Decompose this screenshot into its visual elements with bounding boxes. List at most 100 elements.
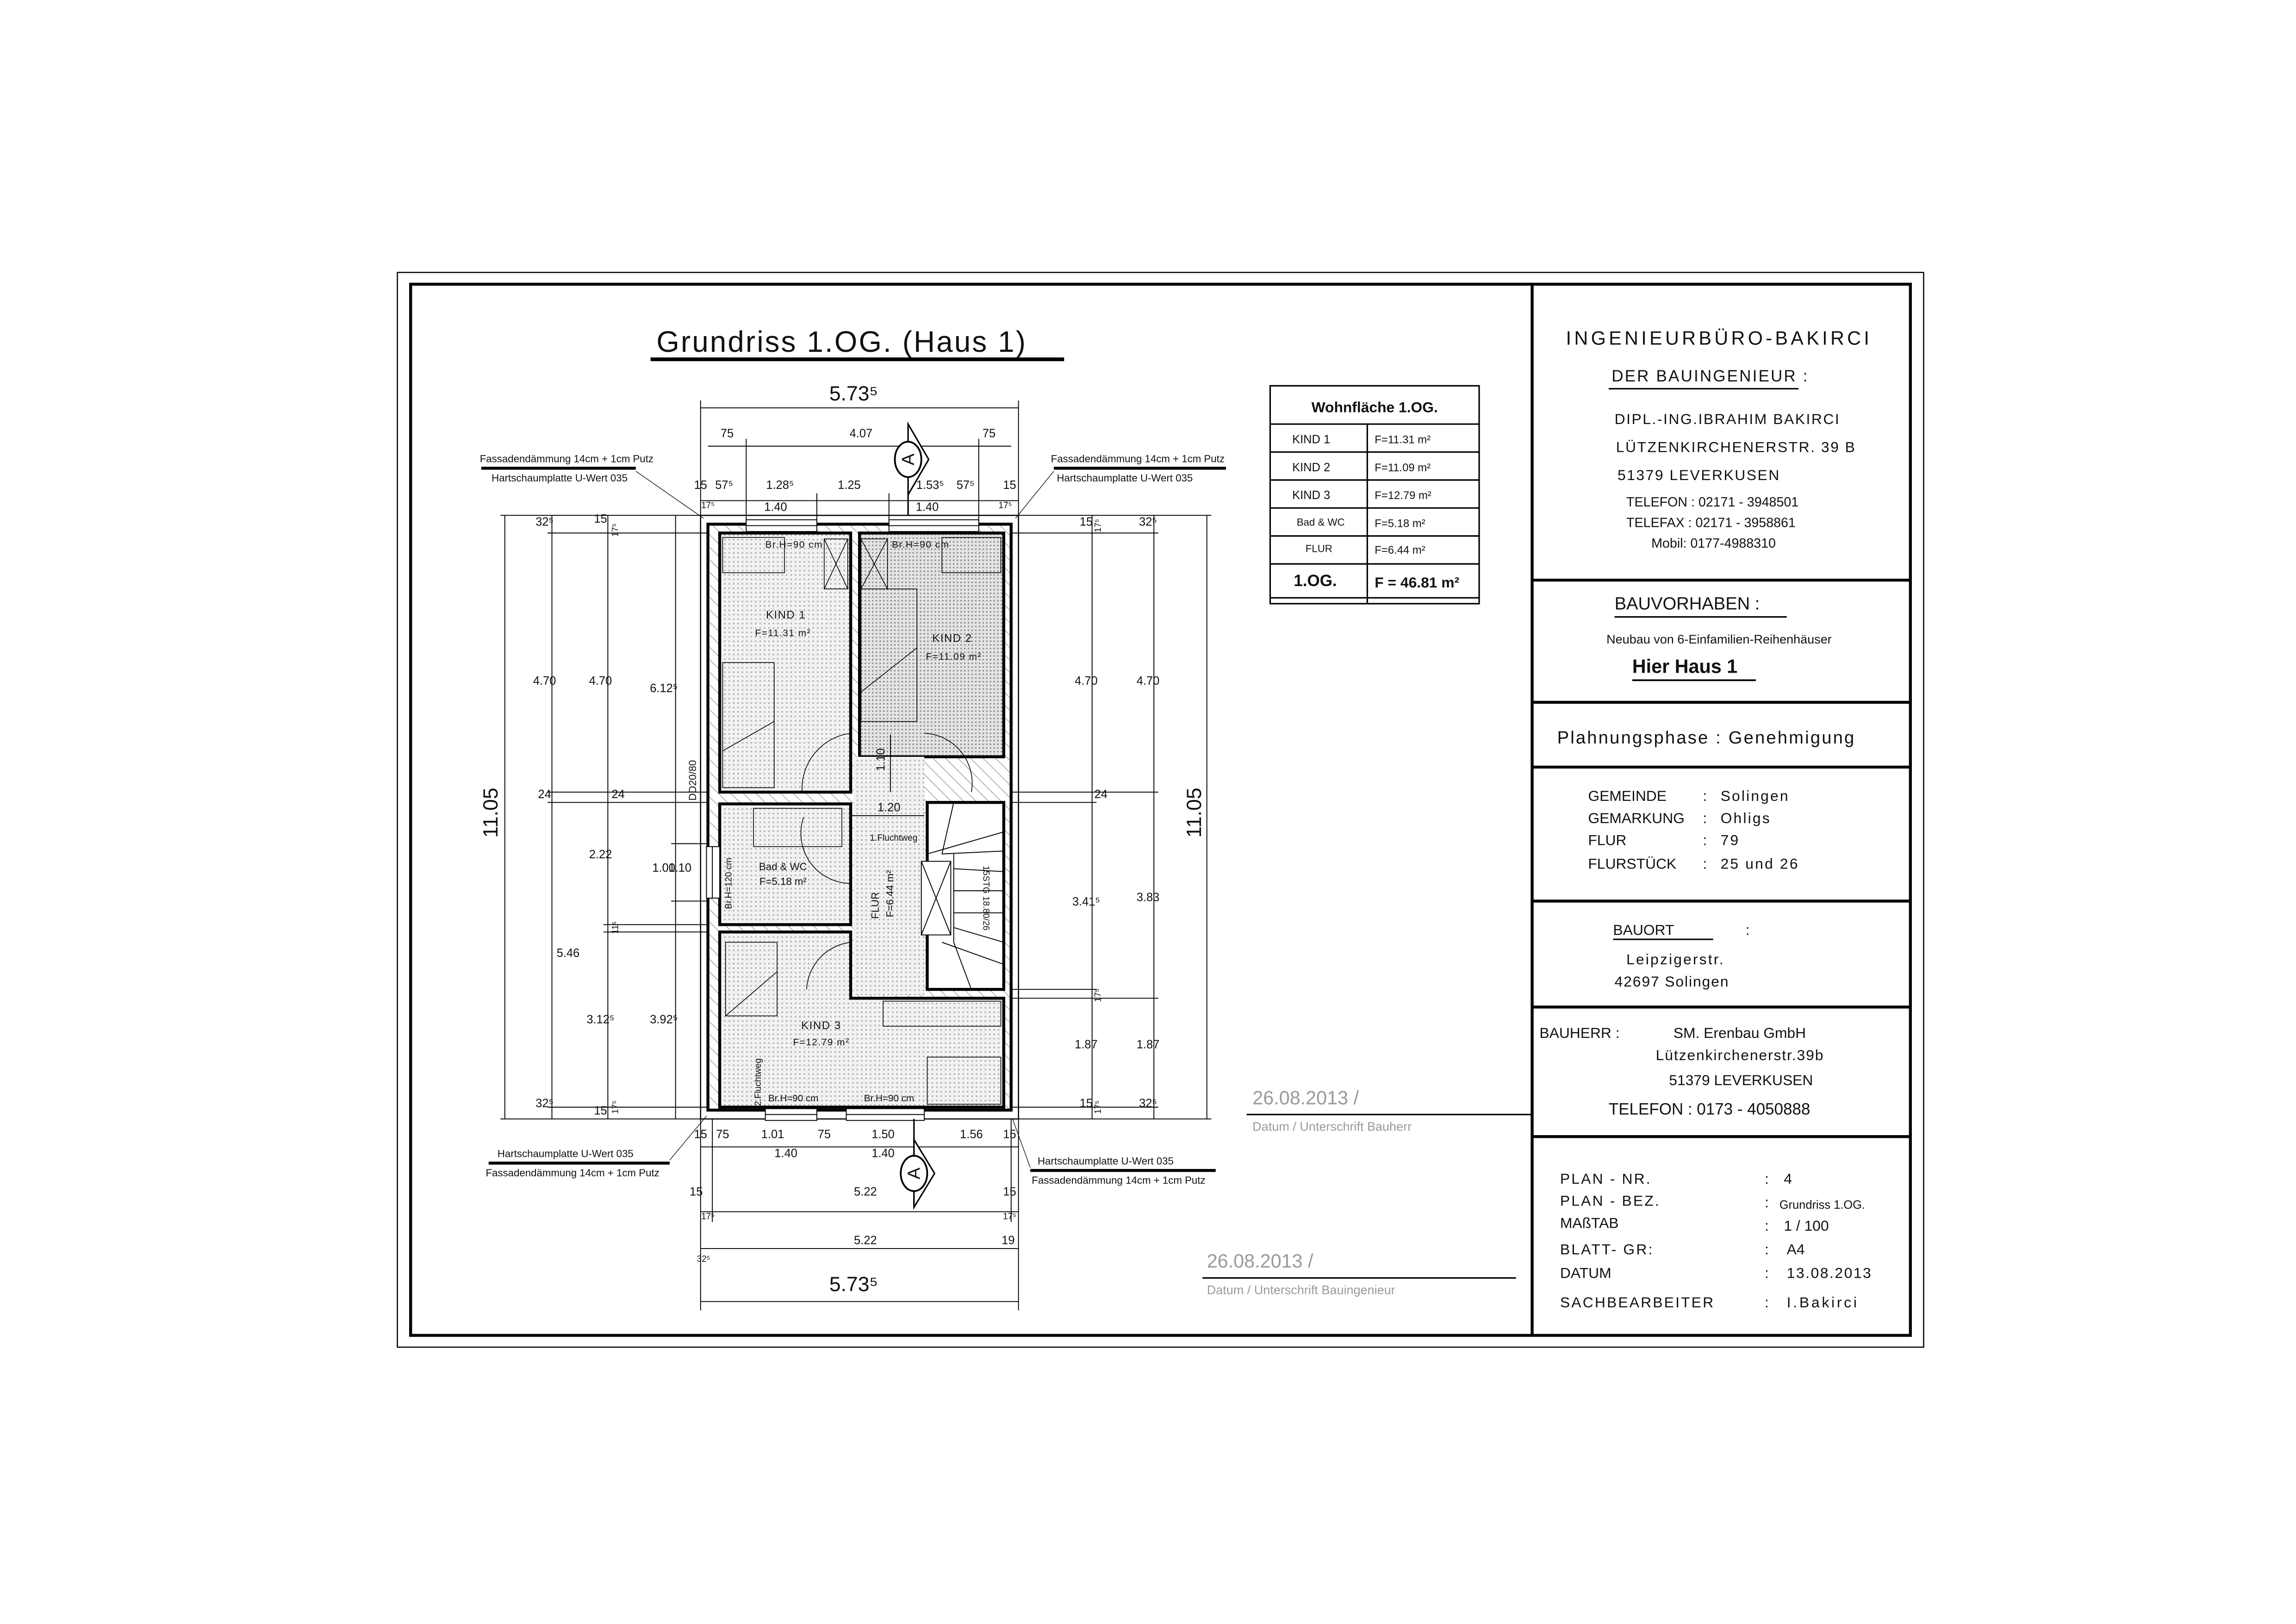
- stair-treads: [921, 802, 1004, 990]
- dimension-label: 4.07: [850, 427, 873, 440]
- facade-note: Hartschaumplatte U-Wert 035: [1057, 472, 1193, 484]
- dimension-label: 5.46: [557, 947, 580, 960]
- client-street: Lützenkirchenerstr.39b: [1656, 1047, 1824, 1063]
- dimension-label: 19: [1002, 1234, 1014, 1247]
- sill-height: Br.H=90 cm: [864, 1093, 915, 1104]
- dimension-label: 6.12⁵: [650, 682, 678, 695]
- dimension-label: 15: [690, 1185, 703, 1198]
- dimension-label: DD20/80: [687, 760, 698, 801]
- room-kind3: [718, 931, 1006, 1109]
- project-description: Neubau von 6-Einfamilien-Reihenhäuser: [1606, 632, 1832, 646]
- dimension-label: 1.10: [668, 862, 691, 874]
- area-row-room: KIND 2: [1292, 461, 1330, 474]
- dimension-label: 3.83: [1137, 891, 1160, 904]
- escape-route-1: 1.Fluchtweg: [870, 833, 917, 843]
- hall-width: 1.20: [877, 801, 901, 814]
- room-name: KIND 1: [766, 609, 806, 621]
- area-row-room: Bad & WC: [1297, 516, 1345, 528]
- facade-note: Hartschaumplatte U-Wert 035: [492, 472, 628, 484]
- signature-label: Datum / Unterschrift Bauherr: [1252, 1119, 1412, 1133]
- dimension-label: 24: [612, 788, 625, 801]
- dimension-label: 11.05: [1183, 788, 1206, 838]
- plan-info-value: 4: [1784, 1170, 1792, 1187]
- dimension-label: 32⁵: [1139, 515, 1157, 528]
- dimension-label: 4.70: [1137, 675, 1160, 687]
- cadastre-colon: :: [1703, 832, 1707, 849]
- dimension-label: 75: [983, 427, 996, 440]
- dimension-label: 15: [1003, 1185, 1016, 1198]
- cadastre-colon: :: [1703, 787, 1707, 804]
- site-heading: BAUORT: [1613, 922, 1674, 938]
- plan-info-label: PLAN - BEZ.: [1560, 1193, 1661, 1209]
- dimension-label: 15: [1003, 479, 1016, 492]
- plan-info-colon: :: [1765, 1294, 1769, 1311]
- dimension-label: 17⁵: [1003, 1212, 1016, 1221]
- plan-info-colon: :: [1765, 1241, 1769, 1258]
- cadastre-colon: :: [1703, 810, 1707, 826]
- dimension-label: 15: [1080, 515, 1093, 528]
- room-name: Bad & WC: [759, 861, 807, 873]
- plan-info-value: 1 / 100: [1784, 1218, 1829, 1234]
- sill-height: Br.H=90 cm: [892, 539, 949, 550]
- sill-height: Br.H=90 cm: [768, 1093, 818, 1104]
- title-block: INGENIEURBÜRO-BAKIRCI DER BAUINGENIEUR :…: [1539, 327, 1871, 1311]
- section-marker-bottom: A: [900, 1119, 936, 1210]
- area-table-title: Wohnfläche 1.OG.: [1312, 399, 1438, 416]
- dimension-label: 17⁵: [1094, 1100, 1103, 1114]
- area-row-value: F=11.09 m²: [1375, 462, 1431, 474]
- cadastre-value: 25 und 26: [1721, 855, 1799, 872]
- room-area: F=6.44 m²: [884, 870, 896, 917]
- dimension-label: 3.12⁵: [586, 1013, 614, 1026]
- site-city: 42697 Solingen: [1615, 973, 1730, 990]
- area-row-room: KIND 3: [1292, 489, 1330, 502]
- dimension-label: 1.40: [871, 1147, 895, 1160]
- engineer-mobile: Mobil: 0177-4988310: [1651, 536, 1776, 551]
- signature-date: 26.08.2013 /: [1207, 1250, 1313, 1272]
- dimension-label: 75: [716, 1128, 729, 1141]
- area-row-value: F=12.79 m²: [1375, 489, 1431, 502]
- facade-note: Fassadendämmung 14cm + 1cm Putz: [1051, 453, 1225, 465]
- dimension-label: 1.53⁵: [916, 479, 944, 492]
- dimension-label: 5.73⁵: [829, 1273, 878, 1296]
- dimension-label: 4.70: [1075, 675, 1098, 687]
- area-total-value: F = 46.81 m²: [1375, 574, 1459, 591]
- project-house: Hier Haus 1: [1632, 656, 1737, 677]
- facade-note: Fassadendämmung 14cm + 1cm Putz: [480, 453, 653, 465]
- dimension-label: 4.70: [533, 675, 556, 687]
- facade-notes: Fassadendämmung 14cm + 1cm Putz Hartscha…: [480, 453, 1226, 1186]
- cadastre-value: Ohligs: [1721, 810, 1771, 826]
- door-swings: [800, 733, 973, 990]
- dimension-label: 1.40: [916, 501, 939, 514]
- dimension-label: 5.73⁵: [829, 382, 878, 405]
- dimension-label: 17⁵: [998, 500, 1012, 510]
- dimension-label: 1.40: [774, 1147, 797, 1160]
- client-label: BAUHERR :: [1539, 1024, 1619, 1041]
- furniture: [722, 537, 1002, 1105]
- facade-note: Fassadendämmung 14cm + 1cm Putz: [485, 1167, 659, 1179]
- section-marker-label: A: [898, 453, 918, 465]
- cadastre-label: GEMEINDE: [1588, 787, 1667, 804]
- dimension-label: 17⁵: [1094, 988, 1103, 1002]
- dimension-label: 3.41⁵: [1072, 895, 1100, 908]
- dimension-label: 2.22: [589, 848, 612, 861]
- planning-phase: Plahnungsphase : Genehmigung: [1557, 728, 1856, 748]
- plan-info-value: Grundriss 1.OG.: [1780, 1199, 1865, 1212]
- dimension-label: 75: [721, 427, 734, 440]
- dimension-label: 4.70: [589, 675, 612, 687]
- dimension-label: 15: [594, 512, 607, 525]
- site-street: Leipzigerstr.: [1626, 951, 1725, 968]
- dimension-label: 1.00: [652, 862, 675, 874]
- plan-info-label: DATUM: [1560, 1265, 1612, 1281]
- dimension-label: 1.56: [960, 1128, 983, 1141]
- dimension-label: 1.50: [871, 1128, 895, 1141]
- plan-info-label: BLATT- GR:: [1560, 1241, 1654, 1258]
- plan-info-label: SACHBEARBEITER: [1560, 1294, 1715, 1311]
- room-area: F=12.79 m²: [793, 1037, 849, 1048]
- dimension-label: 32⁵: [1139, 1097, 1157, 1110]
- floor-plan: A A Br.H=90 cm Br.H=90 cm KIND 1 F=11.31…: [700, 421, 1019, 1210]
- room-kind2: [858, 531, 1006, 758]
- area-row-value: F=6.44 m²: [1375, 544, 1425, 556]
- plan-info-colon: :: [1765, 1194, 1769, 1211]
- dimension-label: 24: [538, 788, 551, 801]
